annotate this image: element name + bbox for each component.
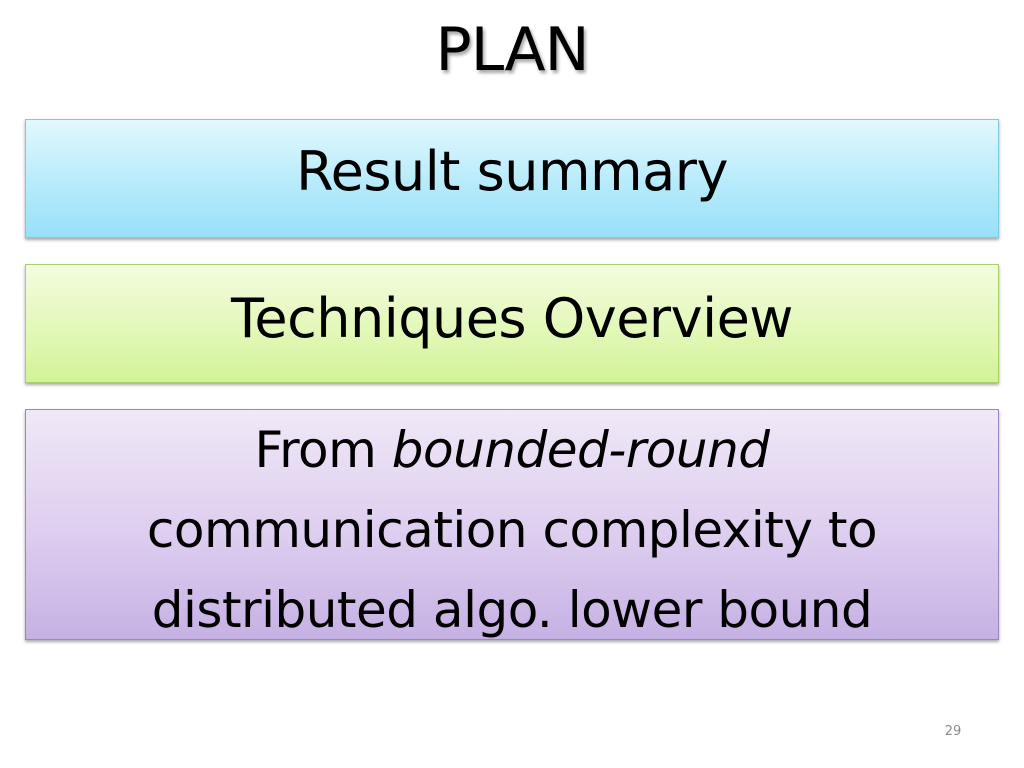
- lower-bound-box: From bounded-round communication complex…: [25, 409, 999, 640]
- lower-bound-line-2: communication complexity to: [146, 501, 878, 559]
- lower-bound-line-3: distributed algo. lower bound: [151, 581, 873, 639]
- page-number: 29: [944, 724, 962, 739]
- lower-bound-italic-term: bounded-round: [391, 421, 770, 479]
- lower-bound-text: From bounded-round communication complex…: [26, 410, 998, 650]
- slide-title: PLAN: [435, 15, 590, 85]
- techniques-overview-text: Techniques Overview: [231, 287, 793, 350]
- result-summary-box: Result summary: [25, 119, 999, 238]
- techniques-overview-box: Techniques Overview: [25, 264, 999, 383]
- lower-bound-prefix: From: [254, 421, 392, 479]
- lower-bound-line-1: From bounded-round: [26, 410, 998, 490]
- result-summary-text: Result summary: [296, 140, 728, 203]
